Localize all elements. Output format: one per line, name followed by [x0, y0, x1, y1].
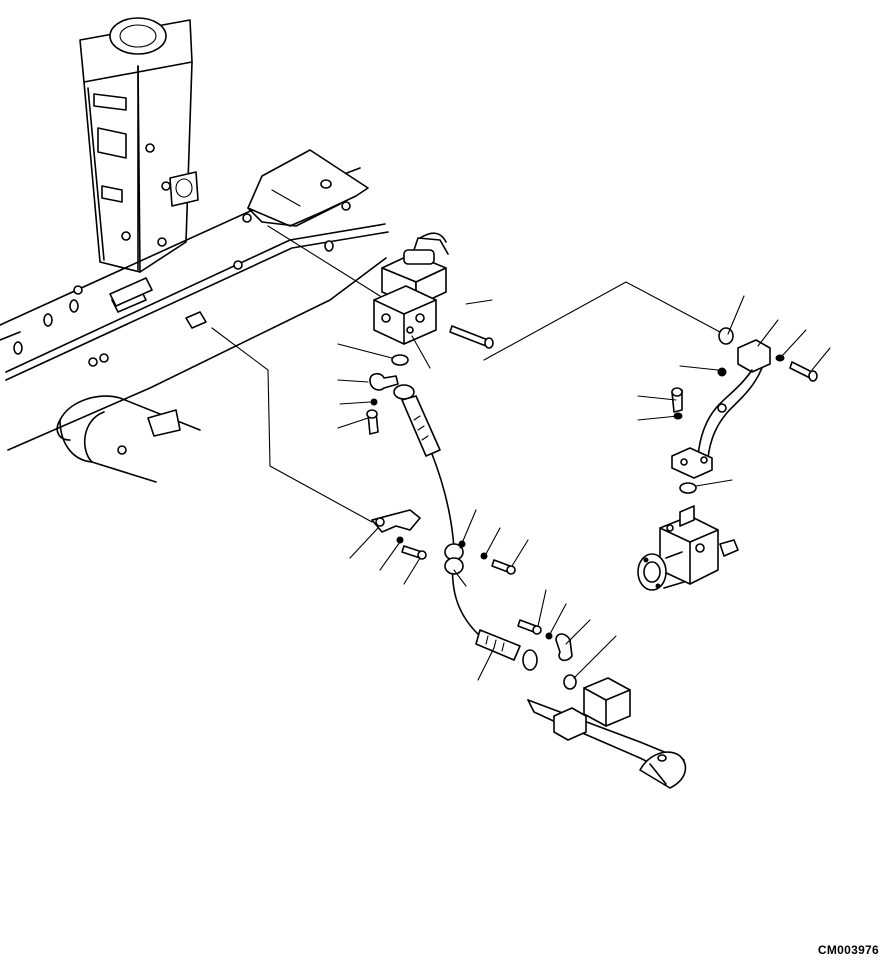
leader-lines: [211, 225, 831, 681]
lower-tank: [56, 395, 201, 483]
right-pipe-assembly: [671, 327, 818, 494]
upper-fittings: [366, 354, 409, 435]
boom-pipe: [527, 677, 687, 789]
mounting-bracket: [247, 149, 369, 227]
solenoid-valve-assembly: [373, 232, 449, 345]
valve-mounting-bolt: [449, 325, 494, 349]
frame-crossmember: [0, 167, 389, 451]
hydraulic-hose: [393, 384, 538, 671]
frame-vertical-column: [79, 17, 199, 307]
right-valve-block: [637, 505, 739, 591]
hose-clamp-bracket: [371, 509, 427, 560]
grommet-bolt: [480, 552, 516, 575]
drawing-code: CM003976: [817, 943, 879, 957]
lower-fittings: [517, 619, 577, 690]
